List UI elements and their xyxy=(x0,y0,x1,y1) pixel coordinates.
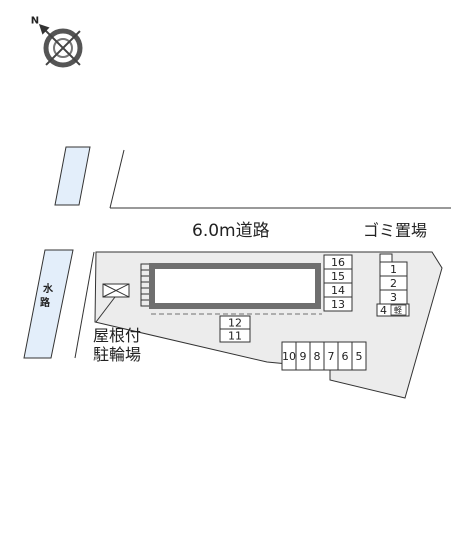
compass-north-letter: N xyxy=(31,16,39,27)
parking-slot-number: 3 xyxy=(390,291,397,304)
canal-lower-edge xyxy=(74,251,95,359)
parking-slot-number: 1 xyxy=(390,263,397,276)
compass-rose-icon: N xyxy=(31,16,83,68)
parking-slot-number: 12 xyxy=(228,317,242,330)
parking-slot-number: 8 xyxy=(314,350,321,363)
parking-slot-number: 7 xyxy=(328,350,335,363)
parking-slot-number: 9 xyxy=(300,350,307,363)
parking-slot-number: 11 xyxy=(228,330,242,343)
bicycle-shelter-label-2: 駐輪場 xyxy=(93,345,141,364)
garbage-area-label: ゴミ置場 xyxy=(363,221,427,240)
parking-slot xyxy=(219,328,251,343)
parking-slot-number: 16 xyxy=(331,256,345,269)
parking-slot-number: 2 xyxy=(390,277,397,290)
parking-slot-number: 5 xyxy=(356,350,363,363)
canal-label-bottom: 路 xyxy=(40,296,51,309)
canal-label-top: 水 xyxy=(42,282,54,295)
parking-slot-number: 15 xyxy=(331,270,345,283)
apartment-building xyxy=(140,263,322,315)
parking-slot-number: 10 xyxy=(282,350,296,363)
parking-slot-number: 13 xyxy=(331,298,345,311)
bicycle-shelter-label-1: 屋根付 xyxy=(93,326,141,345)
parking-slots-top-right: 123 xyxy=(379,261,408,305)
parking-slot-4-tag-box xyxy=(390,304,407,316)
canal-lower xyxy=(23,249,74,359)
road-label: 6.0m道路 xyxy=(192,221,270,241)
parking-slot-4-tag: 軽 xyxy=(394,306,402,315)
parking-slot-4-number: 4 xyxy=(380,304,387,317)
parking-slot xyxy=(323,296,353,312)
parking-slot-number: 14 xyxy=(331,284,345,297)
bicycle-shelter-icon xyxy=(95,283,130,323)
parking-slot-number: 6 xyxy=(342,350,349,363)
parking-slot xyxy=(351,341,367,371)
canal-upper xyxy=(54,146,91,206)
garbage-area-marker xyxy=(379,253,393,263)
canal-upper-edge xyxy=(109,149,125,209)
